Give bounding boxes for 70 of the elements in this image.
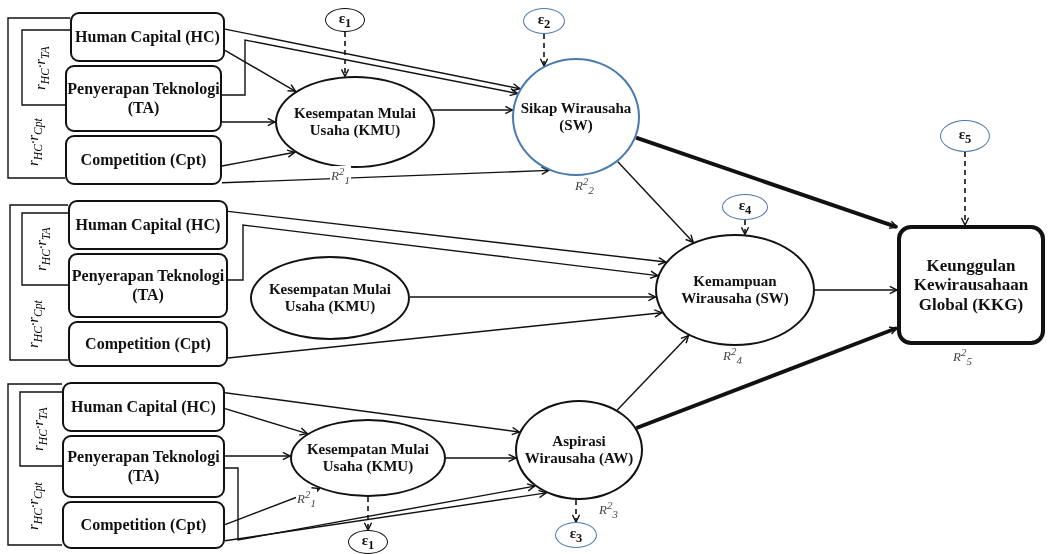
arrow xyxy=(409,292,657,302)
variable-box xyxy=(62,382,225,432)
error-term-circle xyxy=(940,120,990,152)
node-label: Keunggulan Kewirausahaan Global (KKG) xyxy=(912,255,1030,315)
error-term-circle xyxy=(523,8,565,34)
error-term-label: ε$_{5}$ xyxy=(958,125,972,147)
arrow xyxy=(224,489,547,542)
arrow xyxy=(224,451,291,461)
arrow xyxy=(224,407,308,436)
arrow xyxy=(227,224,659,281)
variable-box xyxy=(65,65,222,132)
correlation-bracket xyxy=(21,212,69,286)
error-term-label: ε$_{4}$ xyxy=(738,196,752,218)
node-label: Kesempatan Mulai Usaha (KMU) xyxy=(292,104,418,140)
arrow xyxy=(340,31,350,78)
outcome-box xyxy=(897,225,1045,345)
node-label: Competition (Cpt) xyxy=(85,334,211,354)
variable-box xyxy=(68,321,228,367)
arrow xyxy=(224,487,321,526)
arrow xyxy=(363,496,373,531)
node-label: Penyerapan Teknologi (TA) xyxy=(70,267,226,304)
arrow xyxy=(960,151,970,226)
variable-box xyxy=(65,135,222,185)
error-term-label: ε$_{1}$ xyxy=(338,9,352,31)
node-label: Aspirasi Wirausaha (AW) xyxy=(523,432,635,468)
arrow xyxy=(224,392,520,436)
node-label: Human Capital (HC) xyxy=(75,215,221,235)
node-label: Kesempatan Mulai Usaha (KMU) xyxy=(267,280,393,316)
error-term-circle xyxy=(348,530,388,554)
variable-box xyxy=(62,501,225,549)
variable-box xyxy=(68,200,228,250)
arrow xyxy=(221,39,518,97)
error-term-circle xyxy=(722,194,768,220)
node-label: Kesempatan Mulai Usaha (KMU) xyxy=(305,440,431,476)
correlation-bracket xyxy=(7,17,71,179)
arrow xyxy=(445,453,517,463)
arrow xyxy=(635,135,898,229)
error-term-label: ε$_{3}$ xyxy=(569,524,583,546)
arrow xyxy=(617,161,694,243)
node-label: Kemampuan Wirausaha (SW) xyxy=(680,272,790,308)
node-label: Competition (Cpt) xyxy=(80,150,207,170)
variable-box xyxy=(62,435,225,498)
arrow xyxy=(539,33,549,67)
arrow xyxy=(740,219,750,236)
correlation-bracket xyxy=(9,204,69,361)
variable-box xyxy=(68,253,228,318)
error-term-circle xyxy=(325,8,365,32)
correlation-bracket xyxy=(19,391,63,467)
variable-box xyxy=(70,12,225,62)
error-term-label: ε$_{1}$ xyxy=(361,531,375,553)
arrow xyxy=(224,49,297,92)
arrow xyxy=(227,210,667,266)
node-label: Competition (Cpt) xyxy=(80,515,207,535)
error-term-label: ε$_{2}$ xyxy=(537,10,551,32)
node-label: Penyerapan Teknologi (TA) xyxy=(66,448,221,485)
correlation-bracket xyxy=(21,29,71,106)
correlation-bracket xyxy=(7,383,63,546)
arrow xyxy=(221,149,296,167)
arrow xyxy=(616,334,690,411)
node-label: Penyerapan Teknologi (TA) xyxy=(67,80,220,117)
arrow xyxy=(814,285,898,295)
arrow xyxy=(221,117,276,127)
node-label: Human Capital (HC) xyxy=(71,397,216,417)
node-label: Human Capital (HC) xyxy=(75,27,220,47)
arrow xyxy=(227,309,663,359)
arrow xyxy=(571,499,581,523)
error-term-circle xyxy=(555,522,597,548)
arrow xyxy=(224,28,521,92)
node-label: Sikap Wirausaha (SW) xyxy=(519,99,633,135)
arrow xyxy=(635,326,898,430)
